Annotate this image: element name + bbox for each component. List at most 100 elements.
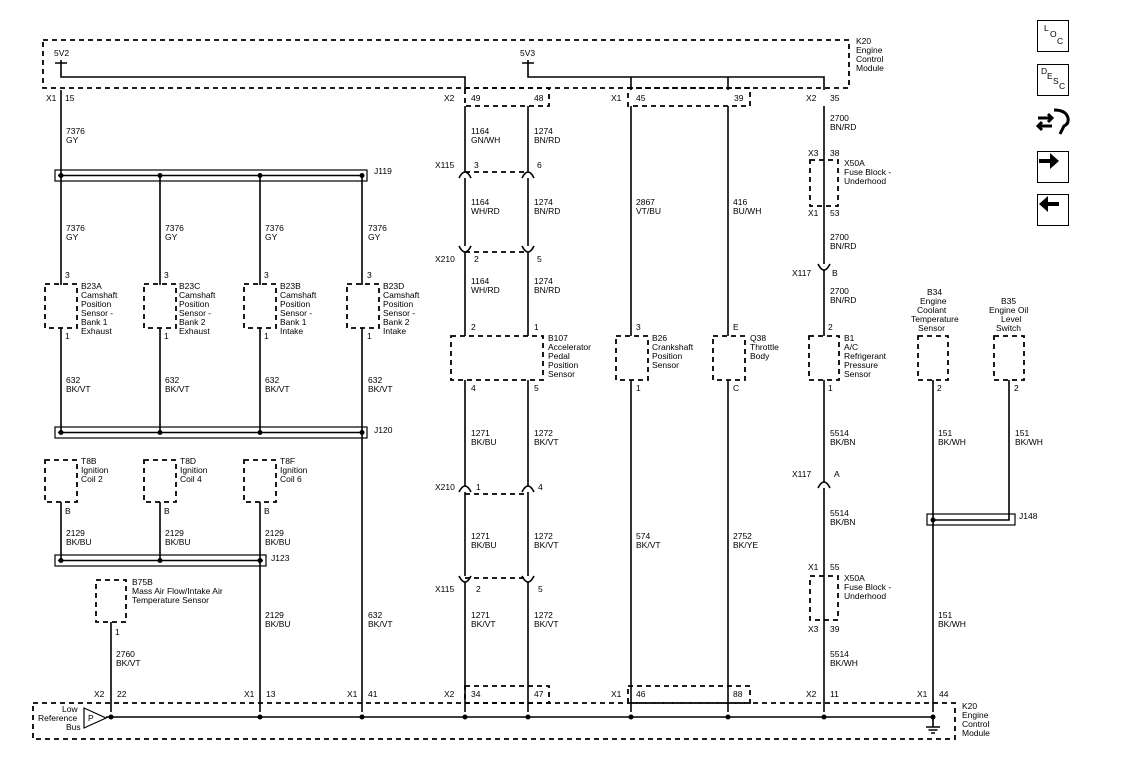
ecm-top-name-1: Engine: [856, 45, 883, 55]
inline-x210-bot-pins-0-text: 1: [476, 482, 481, 492]
next-button[interactable]: [1037, 151, 1069, 183]
wire-2700-color-a: BN/RD: [830, 122, 856, 132]
components-b23c-ref-text: B23C: [179, 281, 200, 291]
wire-1272-label-a: 1272: [534, 428, 553, 438]
bottom-connector-group-34-47: [464, 685, 550, 704]
components-t8b-ref-text: T8B: [81, 456, 97, 466]
wire-2760-color: BK/VT: [116, 658, 141, 668]
splice-j123: [54, 554, 267, 567]
inline-x210-bottom: X210 1 4: [435, 482, 543, 495]
wire-5514-label-a: 5514: [830, 428, 849, 438]
desc-button[interactable]: D E S C: [1037, 64, 1069, 96]
splice-j119: [54, 169, 368, 182]
components-b23b-lines-2-text: Sensor -: [280, 308, 312, 318]
components-b23b-lines-4-text: Intake: [280, 326, 303, 336]
component-b107[interactable]: 2 1 B107 Accelerator Pedal Position Sens…: [450, 322, 591, 393]
wire-632-label-a: 632: [66, 375, 80, 385]
pin-48: 48: [534, 93, 544, 103]
wire-632-label-b: 632: [165, 375, 179, 385]
wire-2129-color-b: BK/BU: [165, 537, 191, 547]
components-b23a-lines-4-text: Exhaust: [81, 326, 112, 336]
wire-2867-color: VT/BU: [636, 206, 661, 216]
supply-5v3-label: 5V3: [520, 48, 535, 58]
wire-1271-label-c: 1271: [471, 610, 490, 620]
component-b23a[interactable]: 3 B23A Camshaft Position Sensor - Bank 1…: [44, 270, 118, 341]
wire-5514-color-a: BK/BN: [830, 437, 856, 447]
loc-button[interactable]: L O C: [1037, 20, 1069, 52]
components-t8d-lines-0-text: Ignition: [180, 465, 208, 475]
wire-2752-label: 2752: [733, 531, 752, 541]
components-b23b-pin-bot-text: 1: [264, 331, 269, 341]
fuse-block-x50a-bottom[interactable]: X1 55 X50A Fuse Block - Underhood X3 39: [808, 562, 891, 634]
connectors-bottom-7-pin-text: 11: [830, 689, 839, 699]
components-b23c-pin-bot-text: 1: [164, 331, 169, 341]
inline-x117-bot-ref-text: X117: [792, 469, 811, 479]
wire-2700-label-c: 2700: [830, 286, 849, 296]
wire-5514-label-c: 5514: [830, 649, 849, 659]
components-b35-lines-2-text: Switch: [996, 323, 1021, 333]
fuses-top-ref-text: X50A: [844, 158, 865, 168]
prev-button[interactable]: [1037, 194, 1069, 226]
connectors-bottom-1-conn-text: X1: [244, 689, 255, 699]
inline-x115-bot-pins-0-text: 2: [476, 584, 481, 594]
components-b34-lines-0-text: Engine: [920, 296, 947, 306]
wire-151-label-a: 151: [938, 428, 952, 438]
components-b1-ref-text: B1: [844, 333, 855, 343]
ecm-bottom-name-2: Control: [962, 719, 990, 729]
ecm-bottom-box: [32, 702, 956, 740]
components-b107-pin-bot-l-text: 4: [471, 383, 476, 393]
components-b23a-ref-text: B23A: [81, 281, 102, 291]
component-b26[interactable]: 3 B26 Crankshaft Position Sensor 1: [615, 322, 694, 393]
connectors-bottom-0-pin-text: 22: [117, 689, 127, 699]
nav-desc-letters-1-text: E: [1047, 71, 1053, 81]
wire-151-color-a: BK/WH: [938, 437, 966, 447]
components-b23b-lines-1-text: Position: [280, 299, 311, 309]
component-b23b[interactable]: 3 B23B Camshaft Position Sensor - Bank 1…: [243, 270, 317, 341]
inline-x115-top-pins-0-text: 3: [474, 160, 479, 170]
component-t8b[interactable]: T8B Ignition Coil 2 B: [44, 456, 109, 516]
component-b35[interactable]: B35 Engine Oil Level Switch 2: [989, 296, 1028, 393]
component-b23c[interactable]: 3 B23C Camshaft Position Sensor - Bank 2…: [143, 270, 216, 341]
wire-7376-color-e: GY: [368, 232, 381, 242]
component-b1[interactable]: 2 B1 A/C Refrigerant Pressure Sensor 1: [808, 322, 887, 393]
components-t8f-lines-0-text: Ignition: [280, 465, 308, 475]
components-b34-lines-2-text: Temperature: [911, 314, 959, 324]
components-b75b-ref-text: B75B: [132, 577, 153, 587]
fuse-block-x50a-top[interactable]: X3 38 X50A Fuse Block - Underhood X1 53: [808, 148, 891, 218]
components-b23c-lines-2-text: Sensor -: [179, 308, 211, 318]
ecm-top-name-3: Module: [856, 63, 884, 73]
wire-2760-label: 2760: [116, 649, 135, 659]
components-b23b-ref-text: B23B: [280, 281, 301, 291]
components-b75b-lines-1-text: Temperature Sensor: [132, 595, 209, 605]
fuses-top-name-1-text: Underhood: [844, 176, 886, 186]
component-q38[interactable]: E Q38 Throttle Body C: [712, 322, 779, 393]
component-t8f[interactable]: T8F Ignition Coil 6 B: [243, 456, 308, 516]
inline-x115-bot-pins-1-text: 5: [538, 584, 543, 594]
connectors-bottom-7-conn-text: X2: [806, 689, 817, 699]
component-b34[interactable]: B34 Engine Coolant Temperature Sensor 2: [911, 287, 959, 393]
component-t8d[interactable]: T8D Ignition Coil 4 B: [143, 456, 208, 516]
wire-1272-color-c: BK/VT: [534, 619, 559, 629]
wire-1272-color-b: BK/VT: [534, 540, 559, 550]
component-b75b[interactable]: B75B Mass Air Flow/Intake Air Temperatur…: [95, 577, 223, 637]
low-reference-bus: P Low Reference Bus: [38, 704, 936, 732]
fuses-bottom-conn-in-text: X1: [808, 562, 819, 572]
components-b23a-pin-top-text: 3: [65, 270, 70, 280]
component-b23d[interactable]: 3 B23D Camshaft Position Sensor - Bank 2…: [346, 270, 420, 341]
components-b23c-lines-3-text: Bank 2: [179, 317, 206, 327]
wire-632-label-d: 632: [368, 375, 382, 385]
components-b1-pin-top-text: 2: [828, 322, 833, 332]
connectors-bottom-4-pin-text: 47: [534, 689, 544, 699]
bottom-connector-group-46-88: [627, 685, 751, 704]
wire-1274-label-b: 1274: [534, 197, 553, 207]
nav-loc-letters-1-text: O: [1050, 29, 1057, 39]
ecm-bottom-bus-label-2-text: Bus: [66, 722, 81, 732]
inline-x115-bottom: X115 2 5: [435, 575, 543, 594]
wire-574-color: BK/VT: [636, 540, 661, 550]
components-b26-pin-bot-text: 1: [636, 383, 641, 393]
components-q38-pin-bot-text: C: [733, 383, 739, 393]
components-t8b-lines-1-text: Coil 2: [81, 474, 103, 484]
components-b23d-lines-1-text: Position: [383, 299, 414, 309]
components-b23a-lines-1-text: Position: [81, 299, 112, 309]
wrench-arrows-icon[interactable]: [1036, 104, 1072, 140]
